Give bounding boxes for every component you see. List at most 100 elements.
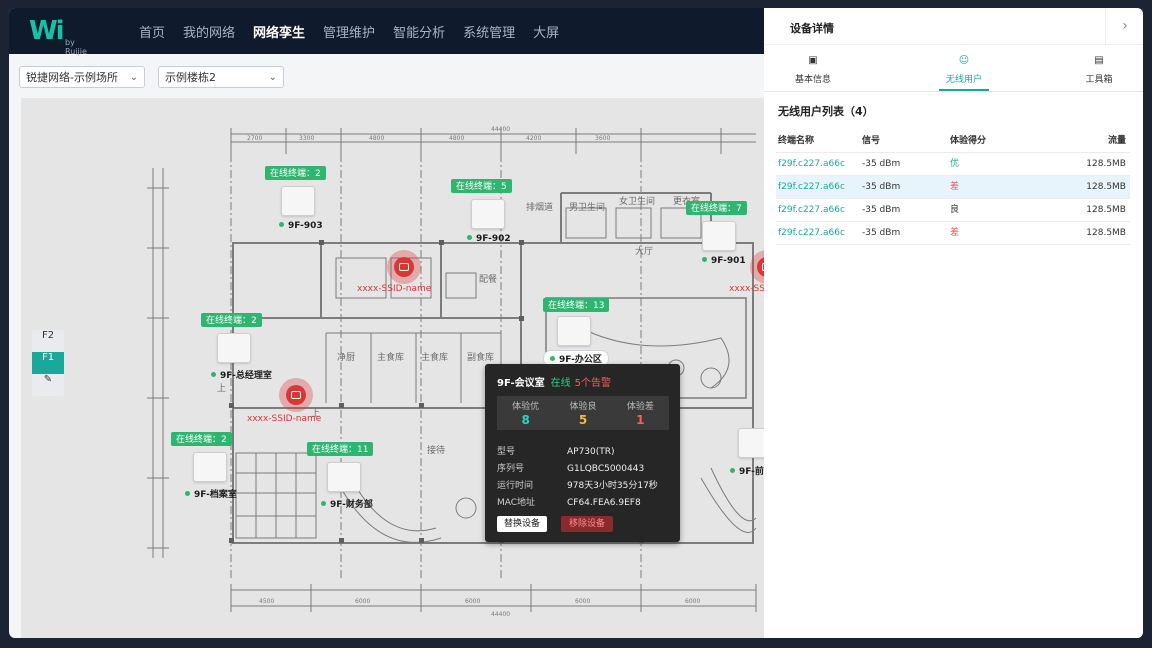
- dim-label: 4500: [259, 598, 274, 605]
- room-label: 配餐: [479, 273, 497, 285]
- dim-label: 6000: [465, 598, 480, 605]
- tab-basic-info[interactable]: ▣ 基本信息: [778, 45, 848, 91]
- stat-good: 体验良 5: [569, 402, 597, 427]
- nav-maintenance[interactable]: 管理维护: [323, 25, 376, 41]
- nav-home[interactable]: 首页: [139, 25, 166, 41]
- ap-name-label: 9F-902: [467, 234, 511, 244]
- ap-name-label: 9F-财务部: [321, 497, 373, 510]
- online-count-badge: 在线终端：2: [201, 313, 262, 327]
- dim-label: 4800: [449, 135, 464, 142]
- ap-name-label: 9F-前台: [730, 464, 764, 477]
- online-count-badge: 在线终端：5: [451, 179, 512, 193]
- panel-title: 设备详情: [790, 22, 834, 35]
- dim-total-bottom: 44400: [491, 611, 510, 618]
- floor-f2[interactable]: F2: [41, 330, 55, 341]
- ap-device-icon: [471, 199, 505, 229]
- nav-my-network[interactable]: 我的网络: [183, 25, 236, 41]
- dim-total-top: 44400: [491, 126, 510, 133]
- logo-sub: by Ruijie: [65, 38, 87, 56]
- ap-device-icon: [281, 186, 315, 216]
- dim-label: 4200: [526, 135, 541, 142]
- floor-f1[interactable]: F1: [32, 352, 64, 374]
- ap-name-label: 9F-总经理室: [211, 368, 272, 381]
- ssid-label: xxxx-SSID: [729, 284, 764, 294]
- table-row[interactable]: f29f.c227.a66c -35 dBm 差 128.5MB: [776, 176, 1130, 199]
- tab-toolbox[interactable]: ▤ 工具箱: [1064, 45, 1134, 91]
- table-row[interactable]: f29f.c227.a66c -35 dBm 良 128.5MB: [776, 199, 1130, 222]
- dim-label: 4800: [369, 135, 384, 142]
- room-label: 上: [217, 383, 226, 394]
- dim-label: 2700: [247, 135, 262, 142]
- nav-menu: 首页 我的网络 网络孪生 管理维护 智能分析 系统管理 大屏: [139, 8, 577, 54]
- nav-analytics[interactable]: 智能分析: [393, 25, 446, 41]
- ap-alarm-marker[interactable]: [387, 250, 421, 284]
- nav-big-screen[interactable]: 大屏: [533, 25, 560, 41]
- detail-tabs: ▣ 基本信息 ☺ 无线用户 ▤ 工具箱: [764, 44, 1143, 92]
- logo-mark: Wi: [29, 16, 65, 46]
- online-count-badge: 在线终端：13: [543, 298, 610, 312]
- building-select-value: 示例楼栋2: [165, 71, 216, 84]
- online-count-badge: 在线终端：2: [171, 432, 232, 446]
- room-label: 接待: [427, 444, 445, 456]
- app-frame: Wi by Ruijie 首页 我的网络 网络孪生 管理维护 智能分析 系统管理…: [9, 8, 1143, 638]
- chevron-down-icon: ⌄: [268, 72, 277, 83]
- room-label: 排烟道: [526, 201, 553, 213]
- room-label: 女卫生间: [619, 195, 655, 207]
- room-label: 主食库: [421, 351, 448, 363]
- site-select[interactable]: 锐捷网络-示例场所 ⌄: [19, 66, 145, 88]
- stat-poor: 体验差 1: [626, 402, 654, 427]
- ap-device-icon: [217, 333, 251, 363]
- experience-stats: 体验优 8 体验良 5 体验差 1: [497, 396, 669, 430]
- room-label: 男卫生间: [569, 201, 605, 213]
- chevron-right-icon[interactable]: ›: [1105, 8, 1143, 44]
- popup-title: 9F-会议室: [497, 378, 545, 389]
- dim-label: 6000: [575, 598, 590, 605]
- replace-device-button[interactable]: 替换设备: [497, 516, 548, 532]
- dim-label: 3600: [595, 135, 610, 142]
- ssid-label: xxxx-SSID-name: [247, 414, 322, 424]
- ap-device-icon: [702, 221, 736, 251]
- wireless-user-table: 终端名称 信号 体验得分 流量 f29f.c227.a66c -35 dBm 优…: [776, 130, 1130, 245]
- ap-device-icon: [738, 428, 764, 458]
- stat-excellent: 体验优 8: [512, 402, 540, 427]
- wireless-user-list-title: 无线用户列表（4）: [778, 105, 874, 118]
- edit-icon[interactable]: ✎: [43, 374, 53, 385]
- ap-device-icon: [193, 452, 227, 482]
- room-label: 副食库: [467, 351, 494, 363]
- site-select-value: 锐捷网络-示例场所: [26, 71, 118, 84]
- popup-alerts[interactable]: 5个告警: [574, 378, 612, 389]
- room-label: 上: [311, 408, 320, 419]
- nav-system[interactable]: 系统管理: [463, 25, 516, 41]
- tab-wireless-users[interactable]: ☺ 无线用户: [929, 45, 999, 91]
- toolbox-icon: ▤: [1094, 55, 1104, 66]
- room-label: 净厨: [337, 351, 355, 363]
- table-header: 终端名称 信号 体验得分 流量: [776, 130, 1130, 153]
- ap-name-label: 9F-901: [702, 256, 746, 266]
- info-icon: ▣: [808, 55, 818, 66]
- building-select[interactable]: 示例楼栋2 ⌄: [158, 66, 284, 88]
- popup-status: 在线: [550, 378, 571, 389]
- ap-name-label: 9F-903: [279, 221, 323, 231]
- table-row[interactable]: f29f.c227.a66c -35 dBm 优 128.5MB: [776, 153, 1130, 176]
- ap-device-icon: [327, 462, 361, 492]
- ap-alarm-icon: [394, 257, 414, 277]
- ap-device-icon: [557, 316, 591, 346]
- nav-network-twin[interactable]: 网络孪生: [253, 25, 306, 41]
- table-row[interactable]: f29f.c227.a66c -35 dBm 差 128.5MB: [776, 222, 1130, 245]
- ap-name-label: 9F-档案室: [185, 487, 237, 500]
- floor-switcher: F2 F1 ✎: [32, 330, 64, 396]
- dim-label: 6000: [685, 598, 700, 605]
- ruijie-logo[interactable]: Wi by Ruijie: [29, 16, 89, 56]
- room-label: 大厅: [635, 245, 653, 257]
- dim-label: 3300: [299, 135, 314, 142]
- ap-alarm-marker[interactable]: [279, 378, 313, 412]
- online-count-badge: 在线终端：7: [686, 201, 747, 215]
- ap-alarm-icon: [757, 257, 764, 277]
- remove-device-button[interactable]: 移除设备: [561, 516, 614, 532]
- ap-alarm-marker[interactable]: [750, 250, 764, 284]
